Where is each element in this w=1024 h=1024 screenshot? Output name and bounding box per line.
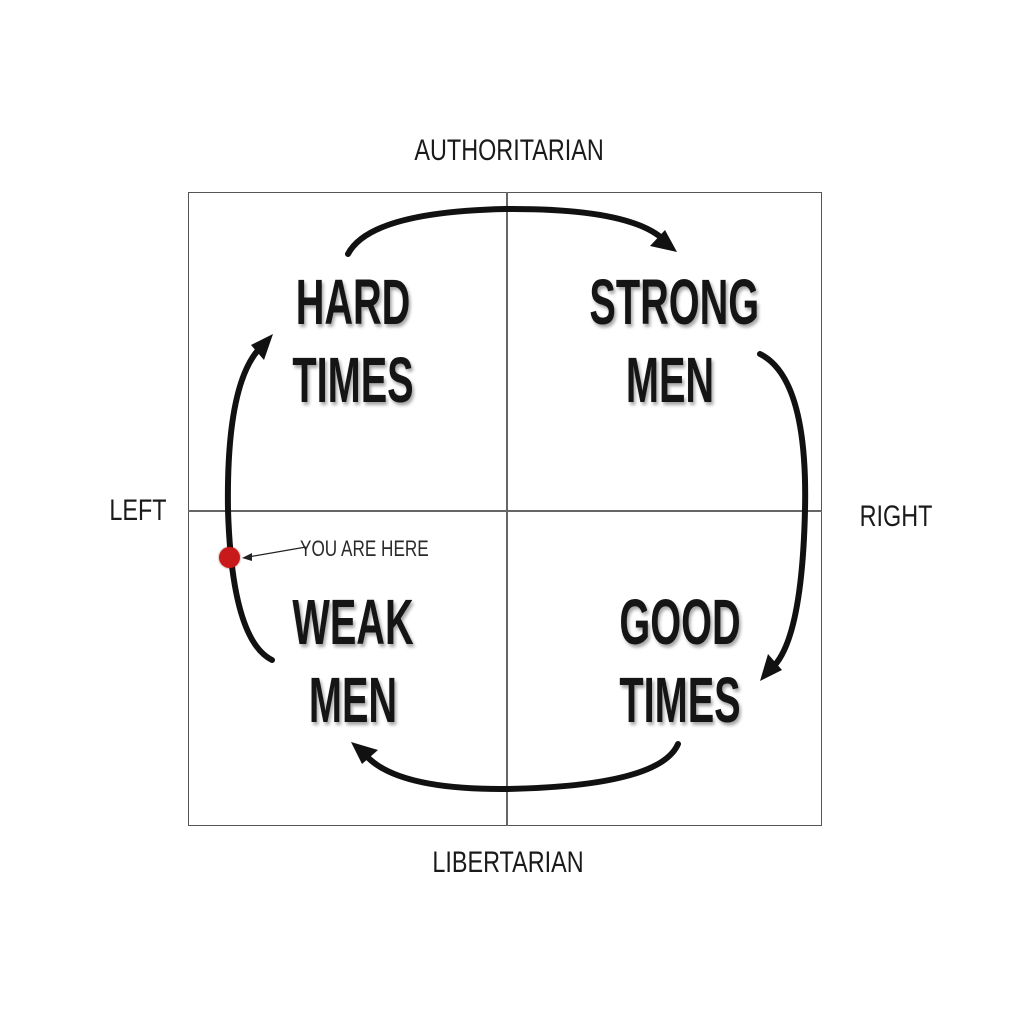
axis-label-authoritarian: AUTHORITARIAN xyxy=(414,134,604,167)
quadrant-weak-men-line2: MEN xyxy=(308,664,398,736)
compass-grid xyxy=(188,192,822,826)
quadrant-good-times-line1: GOOD xyxy=(619,586,741,658)
you-are-here-label: YOU ARE HERE xyxy=(300,536,429,561)
arrowhead-right-bottom xyxy=(760,654,782,681)
axis-label-libertarian: LIBERTARIAN xyxy=(432,846,584,879)
horizontal-axis-line xyxy=(188,510,822,512)
axis-label-right: RIGHT xyxy=(859,500,933,533)
arrow-weak-to-hard xyxy=(224,343,275,663)
quadrant-weak-men-line1: WEAK xyxy=(292,586,414,658)
arrow-strong-to-good xyxy=(757,351,809,671)
you-are-here-pointer-head xyxy=(242,553,252,561)
quadrant-good-times: GOOD TIMES xyxy=(599,583,760,739)
quadrant-hard-times: HARD TIMES xyxy=(272,263,433,419)
arrow-hard-to-strong xyxy=(345,205,667,257)
quadrant-strong-men-line2: MEN xyxy=(625,344,715,416)
quadrant-hard-times-line1: HARD xyxy=(295,266,411,338)
axis-label-left: LEFT xyxy=(109,494,167,527)
quadrant-strong-men-line1: STRONG xyxy=(589,266,760,338)
quadrant-weak-men: WEAK MEN xyxy=(272,583,433,739)
you-are-here-marker xyxy=(219,547,240,568)
arrowhead-top-right xyxy=(650,230,677,252)
you-are-here-pointer xyxy=(247,546,307,558)
quadrant-good-times-line2: TIMES xyxy=(619,664,741,736)
quadrant-strong-men: STRONG MEN xyxy=(589,263,760,419)
vertical-axis-line xyxy=(506,192,508,826)
arrowhead-bottom-left xyxy=(351,742,378,764)
arrow-good-to-weak xyxy=(360,741,681,793)
quadrant-hard-times-line2: TIMES xyxy=(292,344,414,416)
arrowhead-left-top xyxy=(251,334,273,360)
